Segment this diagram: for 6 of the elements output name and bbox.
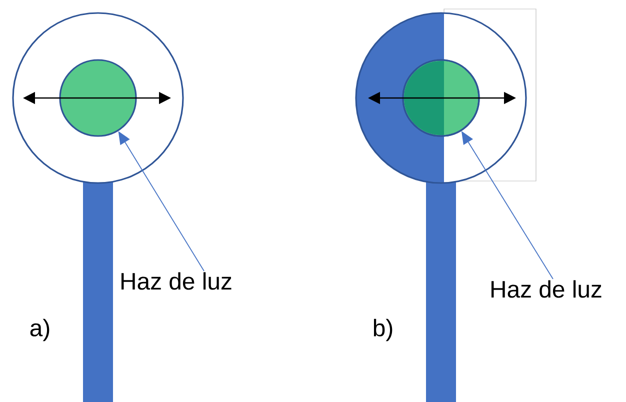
panel-label: a) <box>30 318 50 342</box>
light-beam-circle <box>59 59 137 137</box>
panel-label: b) <box>374 318 392 342</box>
light-beam-circle <box>402 59 480 137</box>
callout-text: Haz de luz <box>122 272 232 290</box>
callout-text: Haz de luz <box>492 280 602 298</box>
